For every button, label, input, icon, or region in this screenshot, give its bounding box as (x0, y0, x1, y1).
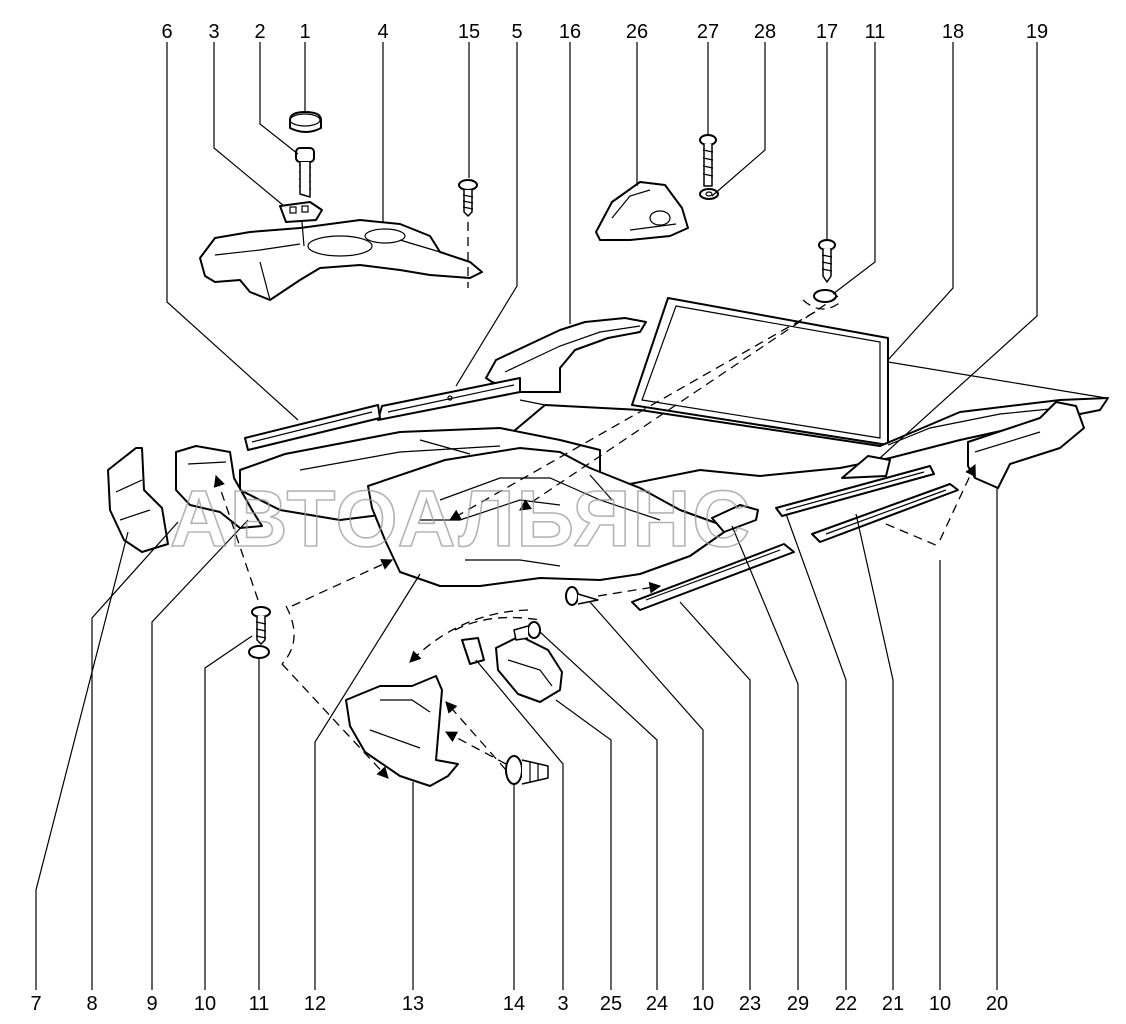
callout-7: 7 (30, 993, 41, 1015)
part-14-screw (505, 755, 549, 785)
callout-22: 22 (835, 993, 857, 1015)
callout-16: 16 (559, 21, 581, 43)
callout-14: 14 (503, 993, 525, 1015)
part-2-bolt (295, 147, 315, 198)
callout-6: 6 (161, 21, 172, 43)
part-13-side-panel (345, 675, 459, 787)
callout-12: 12 (304, 993, 326, 1015)
callouts-bottom: 7 8 9 10 11 12 13 14 3 25 24 10 23 29 22… (30, 993, 1008, 1015)
part-6-sill-strip (244, 404, 381, 451)
part-11-grommet (802, 289, 844, 310)
callout-10: 10 (194, 993, 216, 1015)
part-23-sill-strip (631, 543, 795, 611)
callout-13: 13 (402, 993, 424, 1015)
callout-10: 10 (692, 993, 714, 1015)
callouts-top: 6 3 2 1 4 15 5 16 26 27 28 17 11 18 19 (161, 21, 1048, 43)
part-4-tunnel-cover (199, 219, 483, 301)
part-24-screw (513, 621, 541, 641)
callout-27: 27 (697, 21, 719, 43)
callout-9: 9 (146, 993, 157, 1015)
callout-10: 10 (929, 993, 951, 1015)
part-19-bracket (841, 455, 891, 479)
callout-25: 25 (600, 993, 622, 1015)
part-15-screw (458, 179, 478, 288)
callout-26: 26 (626, 21, 648, 43)
callout-3: 3 (557, 993, 568, 1015)
part-3-clip (279, 201, 323, 223)
part-21-sill-strip (811, 483, 959, 543)
callout-29: 29 (787, 993, 809, 1015)
part-12-console (367, 447, 731, 587)
leader-lines (35, 42, 1038, 990)
callout-21: 21 (882, 993, 904, 1015)
callout-20: 20 (986, 993, 1008, 1015)
callout-1: 1 (299, 21, 310, 43)
part-10-screw (565, 586, 599, 606)
part-5-sill-strip (377, 377, 521, 421)
assembly-lines (213, 295, 976, 779)
callout-28: 28 (754, 21, 776, 43)
callout-2: 2 (254, 21, 265, 43)
part-25-latch (495, 635, 563, 703)
part-17-screw (818, 239, 836, 283)
callout-24: 24 (646, 993, 668, 1015)
callout-4: 4 (377, 21, 388, 43)
part-29-clip (711, 504, 759, 533)
part-28-washer (699, 188, 719, 200)
callout-23: 23 (739, 993, 761, 1015)
callout-11: 11 (249, 993, 270, 1015)
part-7-pillar-bracket (107, 447, 169, 553)
watermark-text: АВТОАЛЬЯНС (170, 474, 752, 563)
callout-11: 11 (865, 21, 886, 43)
part-22-sill-strip (775, 465, 935, 517)
callout-15: 15 (458, 21, 480, 43)
part-27-screw (699, 134, 717, 187)
callout-17: 17 (816, 21, 838, 43)
callout-5: 5 (511, 21, 522, 43)
callout-18: 18 (942, 21, 964, 43)
callout-19: 19 (1026, 21, 1048, 43)
part-1-plug (289, 111, 322, 133)
part-3-clip-lower (461, 637, 485, 665)
part-26-bracket (595, 181, 689, 241)
floor-carpet (469, 361, 1109, 491)
callout-3: 3 (208, 21, 219, 43)
callout-8: 8 (86, 993, 97, 1015)
part-10-screw-left (251, 606, 271, 645)
